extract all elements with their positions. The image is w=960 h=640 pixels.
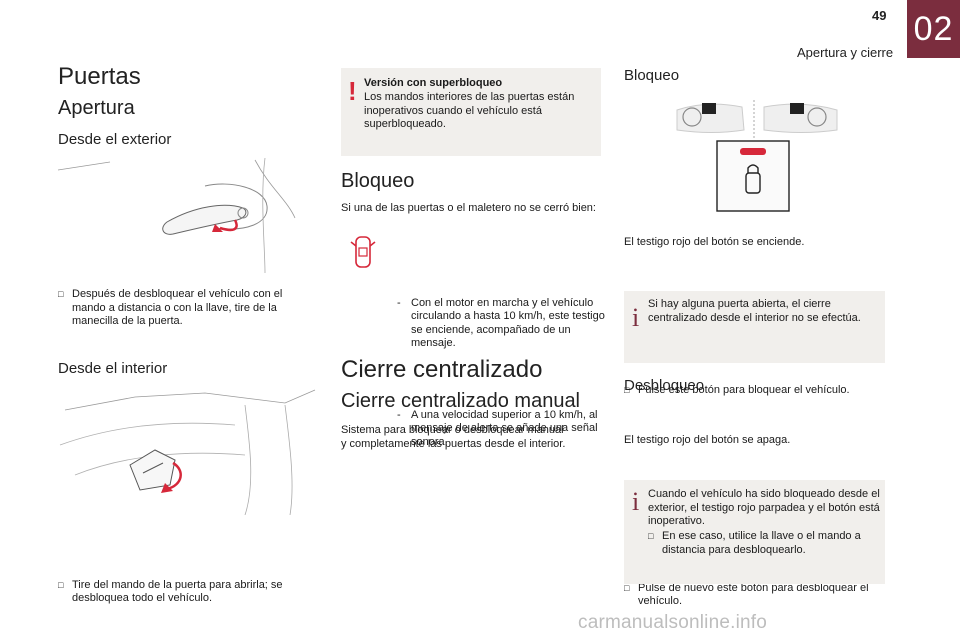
info-box-2-bullet: □ En ese caso, utilice la llave o el man… [648,530,886,557]
bloqueo-heading-col2: Bloqueo [341,170,415,192]
bloqueo-heading-col3: Bloqueo [624,67,680,84]
interior-bullet-text: Tire del mando de la puerta para abrirla… [72,578,283,605]
desbloqueo-bullet-text: Pulse de nuevo este botón para desbloque… [638,581,869,608]
warning-title: Versión con superbloqueo [364,77,503,89]
exterior-bullet-text: Después de desbloquear el vehículo con e… [72,288,283,327]
info-box-2-bullet-text: En ese caso, utilice la llave o el mando… [662,530,861,556]
central-locking-title: Cierre centralizado [341,356,543,383]
dash-item-2-text: A una velocidad superior a 10 km/h, al m… [411,408,598,448]
bullet-marker-icon: □ [624,385,630,395]
subheading-exterior: Desde el exterior [58,131,172,148]
dash-item-1: -Con el motor en marcha y el vehículo ci… [397,296,605,350]
desbloqueo-note: El testigo rojo del botón se apaga. [624,434,791,446]
bloqueo-bullet: □ Pulse este botón para bloquear el vehí… [624,384,898,398]
page-title: Puertas [58,63,141,90]
warning-exclamation-icon: ! [348,76,357,106]
warning-text: Los mandos interiores de las puertas est… [364,91,575,130]
door-handle-interior-illustration [59,389,316,515]
page-number: 49 [872,8,887,23]
manual-locking-text: Sistema para bloquear o desbloquear manu… [341,424,566,450]
warning-box: ! Versión con superbloqueo Los mandos in… [341,68,601,156]
info-icon: i [632,303,640,332]
chapter-tab: 02 [907,0,960,58]
exterior-bullet: □ Después de desbloquear el vehículo con… [58,288,312,329]
interior-bullet: □ Tire del mando de la puerta para abrir… [58,579,312,606]
info-icon: i [632,487,640,516]
subheading-interior: Desde el interior [58,360,168,377]
desbloqueo-heading: Desbloqueo [624,377,705,394]
door-open-warning-icon [350,236,376,268]
bloqueo-note: El testigo rojo del botón se enciende. [624,236,805,248]
bullet-marker-icon: □ [624,582,630,593]
watermark: carmanualsonline.info [578,612,768,633]
info-box-2: i Cuando el vehículo ha sido bloqueado d… [624,480,885,584]
section-title: Apertura y cierre [797,45,894,60]
bloqueo-intro: Si una de las puertas o el maletero no s… [341,202,596,214]
desbloqueo-bullet: □ Pulse de nuevo este botón para desbloq… [624,582,896,609]
dash-item-2: -A una velocidad superior a 10 km/h, al … [397,408,598,448]
dash-item-1-text: Con el motor en marcha y el vehículo cir… [411,296,605,350]
info-box-1-text: Si hay alguna puerta abierta, el cierre … [648,298,861,324]
bullet-marker-icon: □ [58,289,64,299]
bullet-marker-icon: □ [58,579,64,590]
bloqueo-bullet-text: Pulse este botón para bloquear el vehícu… [638,384,850,396]
bullet-marker-icon: □ [648,531,654,541]
manual-locking-heading: Cierre centralizado manual [341,390,581,412]
info-box-1: i Si hay alguna puerta abierta, el cierr… [624,291,885,363]
central-locking-button-illustration [676,100,838,212]
section-heading-apertura: Apertura [58,97,135,119]
door-handle-exterior-illustration [57,158,296,273]
info-box-2-text: Cuando el vehículo ha sido bloqueado des… [648,488,880,527]
